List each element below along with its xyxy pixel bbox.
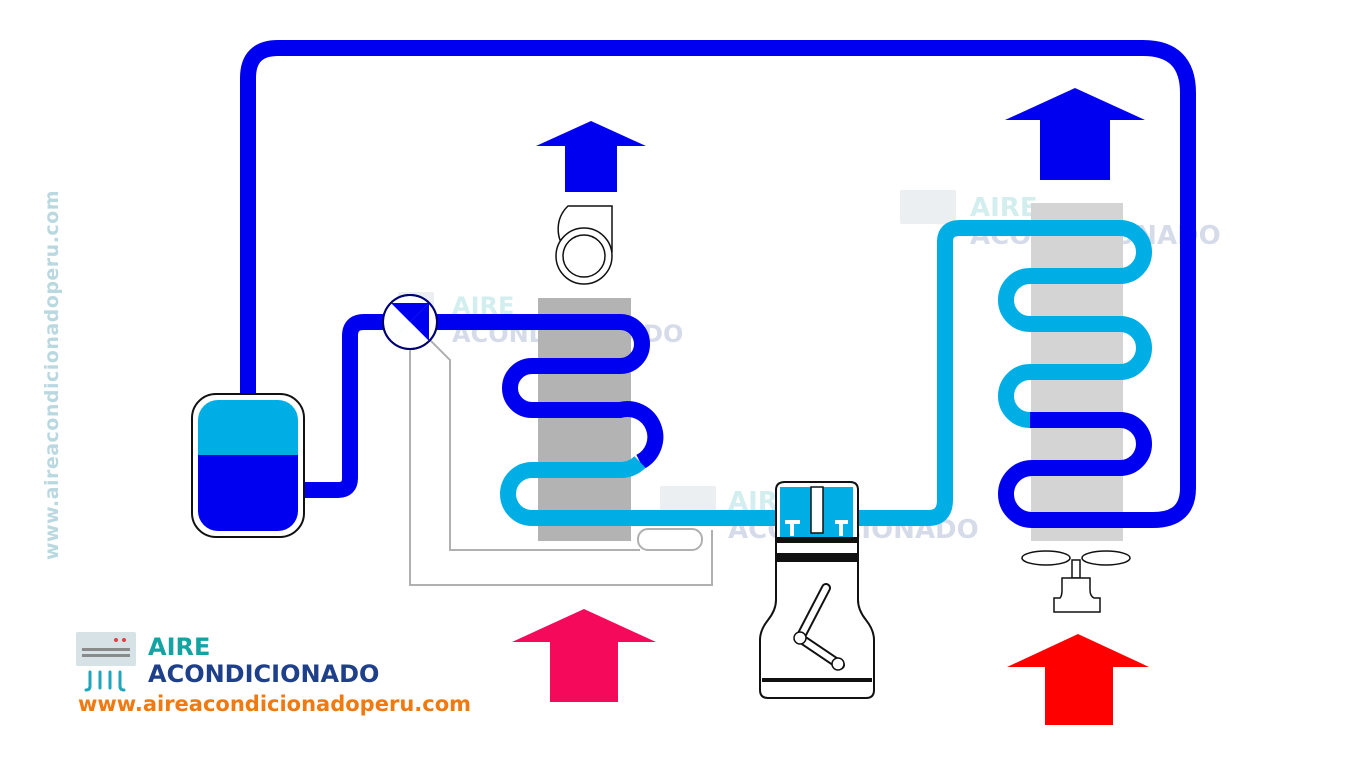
capillary-line-outer bbox=[409, 345, 713, 586]
indoor-coil-pipe-dark bbox=[410, 314, 664, 470]
accumulator-tank-icon bbox=[191, 393, 305, 538]
brand-line1: AIRE bbox=[148, 633, 211, 661]
accumulator-to-valve-pipe bbox=[300, 314, 410, 498]
brand-url[interactable]: www.aireacondicionadoperu.com bbox=[78, 692, 472, 716]
brand-line2: ACONDICIONADO bbox=[148, 660, 380, 688]
indoor-coil-pipe-light bbox=[500, 455, 790, 526]
side-url-text: www.aireacondicionadoperu.com bbox=[41, 189, 63, 561]
arrow-up-blue-indoor bbox=[536, 121, 646, 192]
centrifugal-blower-icon bbox=[555, 205, 613, 285]
arrow-up-red bbox=[1007, 634, 1149, 725]
capillary-line-inner bbox=[419, 329, 640, 551]
watermark-line1: AIRE bbox=[970, 193, 1038, 223]
brand-logo: AIRE ACONDICIONADO www.aireacondicionado… bbox=[76, 632, 496, 722]
compressor-outlet-pipe bbox=[850, 220, 1152, 526]
propeller-fan-icon bbox=[1021, 550, 1131, 613]
four-way-valve-icon bbox=[382, 294, 438, 350]
outdoor-coil-pipe-dark bbox=[998, 412, 1152, 528]
indoor-coil-fins bbox=[538, 298, 631, 541]
air-conditioner-icon bbox=[76, 632, 136, 692]
piston-compressor-icon bbox=[759, 481, 875, 699]
top-return-pipe bbox=[240, 40, 1196, 528]
arrow-up-pink bbox=[512, 609, 656, 702]
capillary-bulb bbox=[637, 528, 703, 551]
arrow-up-blue-outdoor bbox=[1005, 88, 1145, 180]
